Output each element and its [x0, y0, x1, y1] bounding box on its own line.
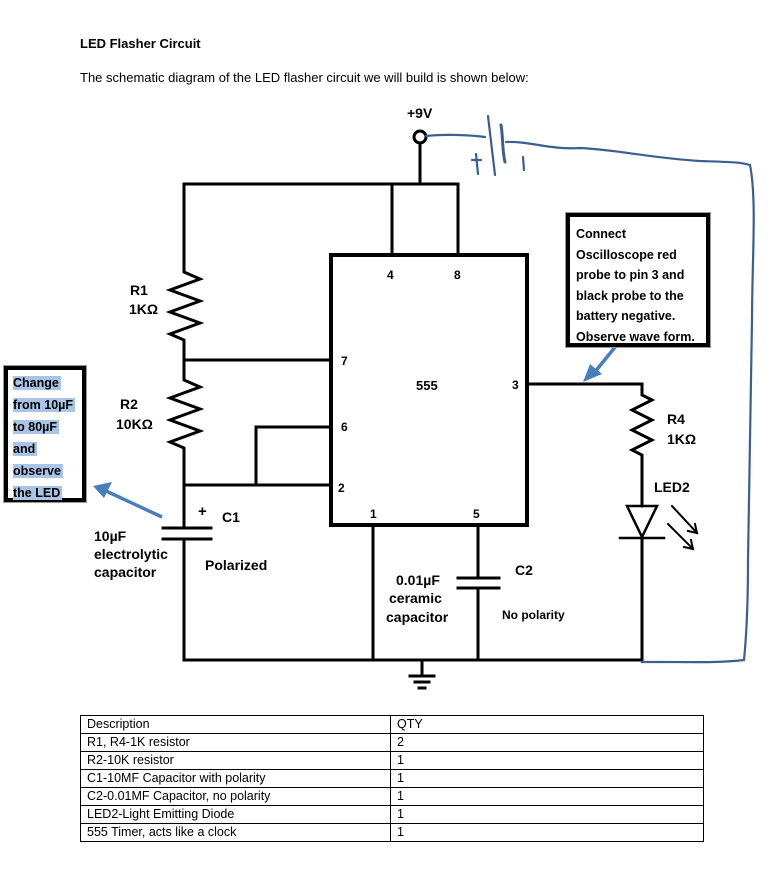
pin-8-label: 8: [454, 268, 461, 282]
header-qty: QTY: [390, 715, 704, 734]
pin-3-label: 3: [512, 378, 519, 392]
document-title: LED Flasher Circuit: [80, 36, 201, 51]
pin-5-label: 5: [473, 507, 480, 521]
bill-of-materials-table: Description QTY R1, R4-1K resistor 2 R2-…: [80, 715, 704, 842]
arrow-to-left-note: [105, 489, 163, 519]
resistor-r2-icon: [165, 364, 205, 487]
resistor-r4-icon: [628, 382, 656, 508]
table-row: 555 Timer, acts like a clock 1: [80, 823, 704, 842]
r4-name: R4: [667, 411, 685, 427]
pin-6-label: 6: [341, 420, 348, 434]
r2-name: R2: [120, 396, 138, 412]
cell-description: C2-0.01MF Capacitor, no polarity: [80, 787, 391, 806]
battery-plus-v: [474, 152, 480, 176]
document-intro: The schematic diagram of the LED flasher…: [80, 70, 529, 85]
r1-value: 1KΩ: [129, 301, 158, 317]
r1-name: R1: [130, 282, 148, 298]
c2-type: ceramic: [389, 590, 442, 606]
note-left-line: Change: [13, 376, 61, 390]
led-name: LED2: [654, 479, 690, 495]
led-icon: [625, 504, 659, 540]
supply-label: +9V: [407, 105, 433, 121]
cell-qty: 1: [390, 769, 704, 788]
note-right-line: Oscilloscope red: [576, 247, 677, 262]
note-left-line: to 80µF: [13, 420, 60, 434]
note-change-capacitor: Change from 10µF to 80µF and observe the…: [4, 366, 86, 502]
battery-plate-long: [486, 114, 497, 177]
note-right-line: black probe to the: [576, 288, 684, 303]
cell-description: R1, R4-1K resistor: [80, 733, 391, 752]
c1-plus-sign: +: [198, 503, 207, 520]
c1-polarity: Polarized: [205, 557, 267, 573]
table-row: R1, R4-1K resistor 2: [80, 733, 704, 752]
resistor-r1-icon: [165, 266, 205, 368]
cell-description: 555 Timer, acts like a clock: [80, 823, 391, 842]
table-row: C1-10MF Capacitor with polarity 1: [80, 769, 704, 788]
cell-qty: 2: [390, 733, 704, 752]
light-rays-icon: [666, 504, 699, 551]
c1-type: electrolytic: [94, 546, 168, 562]
supply-terminal-icon: [412, 129, 428, 145]
c2-value: 0.01µF: [396, 572, 440, 588]
c1-value: 10µF: [94, 528, 127, 544]
arrow-head-right-icon: [583, 364, 602, 382]
c2-kind: capacitor: [386, 609, 449, 625]
annotation-arrows: [93, 344, 618, 519]
header-description: Description: [80, 715, 391, 734]
note-left-line: observe: [13, 464, 63, 478]
c1-kind: capacitor: [94, 564, 157, 580]
c2-name: C2: [515, 562, 533, 578]
arrow-head-left-icon: [93, 482, 112, 498]
pin-4-label: 4: [387, 268, 394, 282]
cell-qty: 1: [390, 805, 704, 824]
ic-555-label: 555: [416, 378, 438, 393]
ic-555-body: [329, 253, 529, 527]
cell-description: R2-10K resistor: [80, 751, 391, 770]
cell-description: LED2-Light Emitting Diode: [80, 805, 391, 824]
pin-2-label: 2: [338, 481, 345, 495]
pin-1-label: 1: [370, 507, 377, 521]
note-right-line: battery negative.: [576, 309, 676, 323]
c2-polarity: No polarity: [502, 608, 565, 622]
note-right-line: probe to pin 3 and: [576, 268, 685, 282]
note-oscilloscope: Connect Oscilloscope red probe to pin 3 …: [566, 213, 710, 347]
pin-7-label: 7: [341, 354, 348, 368]
note-right-line: Observe wave form.: [576, 329, 695, 344]
hand-drawn-battery-wire: [424, 114, 755, 664]
battery-plate-short: [499, 123, 507, 164]
wire-pin6: [254, 425, 332, 487]
table-row: LED2-Light Emitting Diode 1: [80, 805, 704, 824]
table-header-row: Description QTY: [80, 715, 704, 734]
note-right-line: Connect: [576, 227, 626, 241]
arrow-to-pin3: [592, 344, 618, 375]
cell-qty: 1: [390, 787, 704, 806]
note-left-line: from 10µF: [13, 398, 75, 412]
table-row: R2-10K resistor 1: [80, 751, 704, 770]
battery-minus-mark: [521, 155, 526, 172]
note-left-line: the LED: [13, 486, 63, 500]
note-left-line: and: [13, 442, 38, 456]
r2-value: 10KΩ: [116, 416, 153, 432]
c1-name: C1: [222, 509, 240, 525]
cell-qty: 1: [390, 823, 704, 842]
cell-qty: 1: [390, 751, 704, 770]
table-row: C2-0.01MF Capacitor, no polarity 1: [80, 787, 704, 806]
cell-description: C1-10MF Capacitor with polarity: [80, 769, 391, 788]
r4-value: 1KΩ: [667, 431, 696, 447]
